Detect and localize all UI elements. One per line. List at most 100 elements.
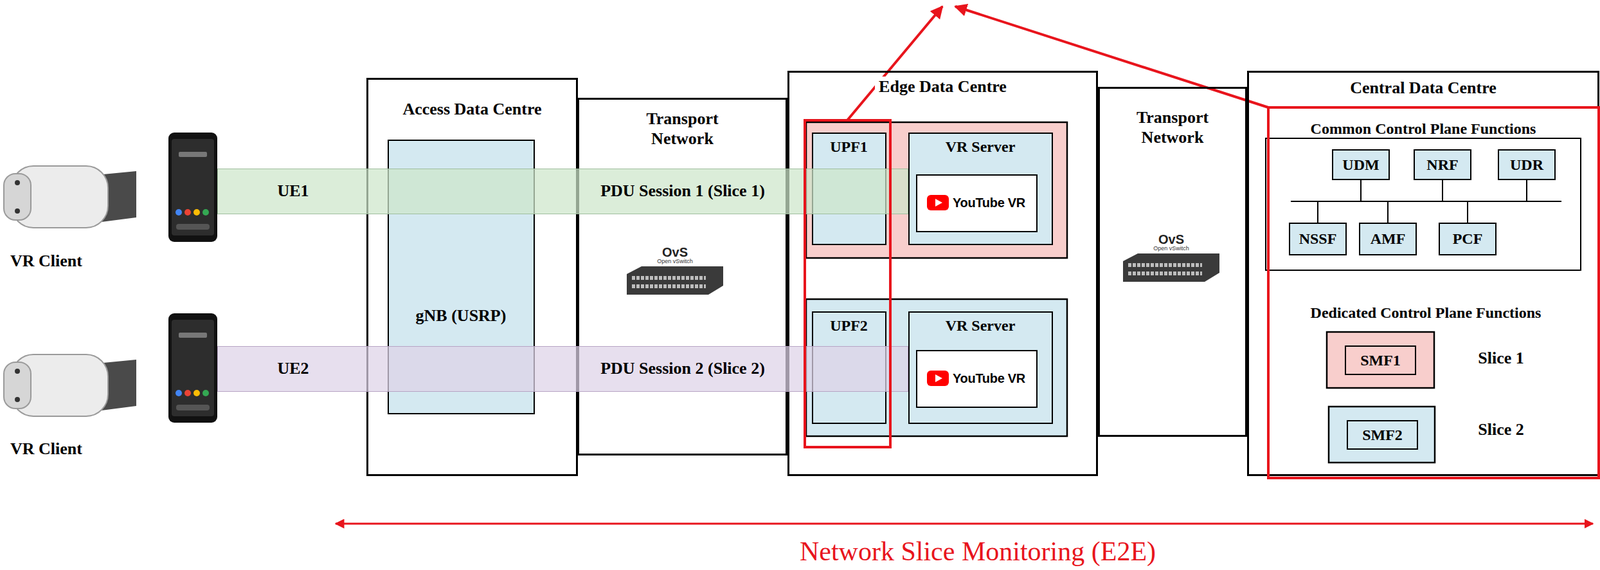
switch-body <box>1123 253 1220 282</box>
node-title: Central Data Centre <box>1349 77 1497 98</box>
icon-play <box>935 374 943 382</box>
node-title: Edge Data Centre <box>874 76 1011 97</box>
ovs-switch <box>626 266 724 295</box>
phone-body <box>168 313 218 423</box>
headset-front <box>3 361 31 409</box>
data-centre-box: Access Data Centre gNB (USRP) <box>366 77 578 476</box>
monitoring-caption: Network Slice Monitoring (E2E) <box>799 535 1156 567</box>
phone <box>168 132 218 242</box>
session-band: UE1 PDU Session 1 (Slice 1) <box>217 168 909 215</box>
client-label: VR Client <box>10 251 83 271</box>
server-box: VR ServerYouTube VR <box>908 132 1053 245</box>
phone <box>168 313 218 423</box>
node-title: UE2 <box>277 358 309 378</box>
logo-text: OvS <box>662 244 688 260</box>
app-icon <box>202 208 209 216</box>
phone-body <box>168 132 218 242</box>
function-box: NSSF <box>1288 222 1347 256</box>
node-title: UE1 <box>277 180 309 201</box>
phone-search-bar <box>176 404 210 411</box>
node-title: VR Server <box>945 316 1016 335</box>
smf-outer-box <box>1326 331 1435 388</box>
icon-background <box>926 370 949 386</box>
phone-widget <box>178 332 207 338</box>
phone-widget <box>178 151 207 157</box>
slice-label: Slice 2 <box>1477 419 1525 440</box>
node-title: SMF2 <box>1362 425 1403 445</box>
app-icon <box>193 208 200 216</box>
headset-sensor <box>14 179 20 186</box>
logo-text: OvS <box>1158 232 1185 247</box>
bus-connector <box>1467 179 1527 223</box>
app-box: YouTube VR <box>916 174 1038 233</box>
group-heading: Dedicated Control Plane Functions <box>1310 304 1542 323</box>
function-box: UDR <box>1497 149 1556 180</box>
function-box: NRF <box>1413 149 1472 180</box>
node-title: Common Control Plane Functions <box>1310 119 1537 139</box>
bus-connector <box>1387 179 1527 223</box>
logo-subtext: Open vSwitch <box>1153 244 1190 252</box>
function-group-box: Common Control Plane FunctionsUDM NRF UDR N… <box>1265 119 1582 271</box>
function-box: SMF2 <box>1346 419 1419 450</box>
app-box: YouTube VR <box>916 349 1038 408</box>
node-title: Access Data Centre <box>402 98 542 119</box>
switch-ports <box>631 284 706 288</box>
app-icon <box>175 389 182 396</box>
span-arrow <box>335 522 1593 525</box>
slice-label: Slice 1 <box>1477 348 1525 368</box>
function-box: AMF <box>1358 222 1417 256</box>
function-box: SMF1 <box>1344 345 1417 375</box>
node-title: YouTube VR <box>952 370 1026 386</box>
node-title: Transport Network <box>1121 107 1224 148</box>
switch-ports <box>631 275 706 280</box>
bus-connector <box>1317 179 1527 223</box>
node-title: SMF1 <box>1360 350 1401 370</box>
youtube-icon <box>926 370 949 386</box>
node-title: NSSF <box>1299 229 1338 249</box>
switch-ports <box>1128 262 1203 267</box>
node-title: PCF <box>1452 229 1484 249</box>
vr-headset <box>3 354 137 416</box>
app-icon <box>184 208 191 216</box>
vr-headset <box>3 165 137 228</box>
node-title: UPF2 <box>829 316 868 335</box>
headset-front <box>3 173 31 220</box>
smf-outer-box <box>1328 406 1435 463</box>
node-title: gNB (USRP) <box>415 305 507 326</box>
node-text: PDU Session 1 (Slice 1) <box>600 180 765 201</box>
node-title: VR Server <box>945 137 1016 157</box>
connector-layer <box>1317 179 1527 223</box>
app-icon <box>184 389 191 396</box>
icon-background <box>926 194 949 211</box>
function-box: UDM <box>1331 149 1390 180</box>
data-centre-box: Central Data CentreCommon Control Plane … <box>1247 70 1600 476</box>
client-label: VR Client <box>10 439 83 459</box>
node-text: PDU Session 2 (Slice 2) <box>600 358 765 378</box>
red-arrow <box>847 6 943 121</box>
node-title: Transport Network <box>631 108 735 149</box>
node-title: UDM <box>1342 155 1379 175</box>
ovs-switch <box>1123 253 1220 282</box>
function-box: PCF <box>1438 222 1497 256</box>
switch-ports <box>1128 271 1203 276</box>
node-title: UDR <box>1510 155 1544 175</box>
node-title: YouTube VR <box>952 194 1026 211</box>
transport-box: Transport Network <box>577 97 788 456</box>
switch-body <box>626 266 724 295</box>
phone-search-bar <box>176 223 210 230</box>
transport-box: Transport Network <box>1097 86 1248 437</box>
headset-sensor <box>14 208 20 214</box>
data-centre-box: Edge Data CentreUPF1VR ServerYouTube VRU… <box>787 70 1098 476</box>
app-icon <box>193 389 200 396</box>
node-title: NRF <box>1426 155 1458 175</box>
phone-screen <box>171 138 215 236</box>
headset-sensor <box>14 396 20 402</box>
app-icon <box>202 389 209 396</box>
node-title: UPF1 <box>829 137 868 157</box>
server-box: VR ServerYouTube VR <box>908 311 1053 424</box>
app-icon <box>175 208 182 216</box>
highlight-outline <box>1268 107 1599 478</box>
logo-subtext: Open vSwitch <box>656 257 693 265</box>
session-band: UE2 PDU Session 2 (Slice 2) <box>217 345 909 392</box>
node-title: AMF <box>1370 229 1406 249</box>
